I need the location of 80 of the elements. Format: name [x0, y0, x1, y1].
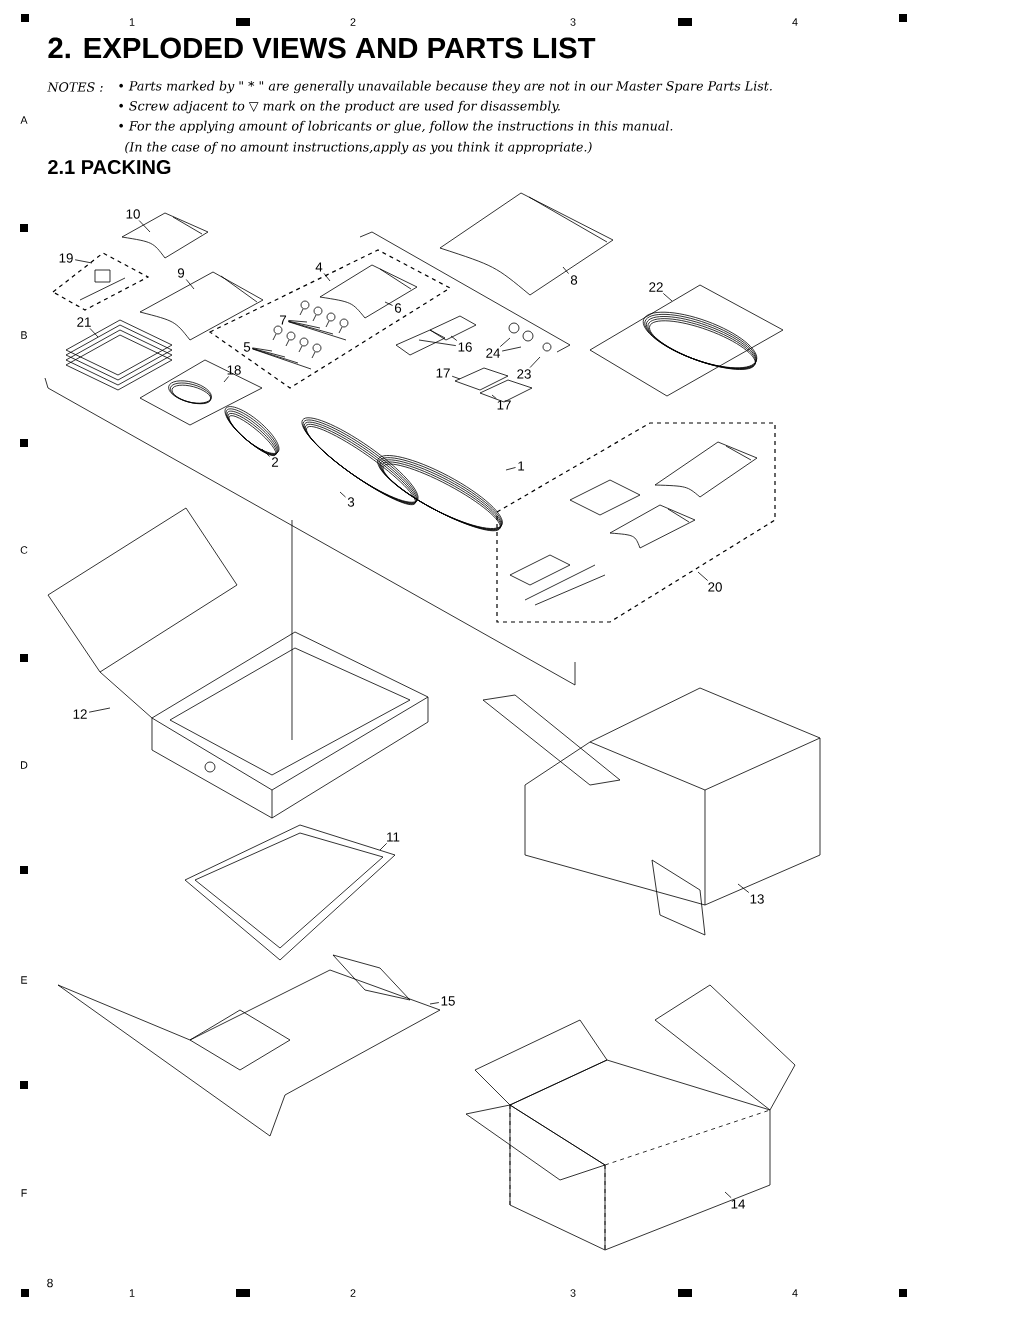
leader-line [450, 335, 458, 341]
callout-number: 12 [73, 709, 87, 719]
leader-line [74, 259, 93, 264]
leader-line [252, 348, 286, 358]
callout-number: 20 [708, 582, 722, 592]
callout-number: 23 [517, 369, 531, 379]
leader-line [724, 1191, 732, 1199]
grid-reference: B [21, 331, 27, 339]
leader-line [288, 320, 308, 323]
leader-line [88, 707, 111, 713]
callout-number: 17 [497, 400, 511, 410]
leader-line [499, 337, 511, 347]
callout-number: 9 [177, 268, 185, 278]
note-text: NOTES : [47, 82, 103, 92]
leader-line [288, 321, 347, 341]
callout-number: 4 [315, 262, 323, 272]
callout-number: 17 [436, 368, 450, 378]
leader-line [223, 376, 229, 383]
callout-number: 3 [347, 497, 355, 507]
leader-line [737, 883, 750, 893]
grid-reference: A [20, 116, 28, 124]
callout-number: 7 [280, 315, 287, 325]
callout-number: 21 [77, 317, 91, 327]
leader-line [491, 394, 497, 400]
section-heading: 2.1 PACKING [48, 159, 171, 175]
page-number: 8 [47, 1278, 53, 1288]
leader-line [379, 842, 388, 851]
leader-line [288, 320, 321, 329]
callout-number: 15 [441, 996, 455, 1006]
grid-reference: 1 [129, 18, 135, 26]
leader-line [339, 491, 346, 498]
callout-number: 10 [126, 209, 140, 219]
grid-reference: E [21, 976, 28, 984]
callout-number: 14 [731, 1199, 745, 1209]
grid-reference: 3 [570, 1289, 576, 1297]
grid-reference: F [21, 1189, 27, 1197]
grid-reference: 2 [350, 18, 356, 26]
grid-reference: 2 [350, 1289, 356, 1297]
callout-number: 5 [243, 342, 251, 352]
callout-number: 22 [649, 282, 663, 292]
callout-number: 24 [486, 348, 500, 358]
callout-number: 13 [750, 894, 764, 904]
callout-number: 19 [59, 253, 73, 263]
grid-reference: C [20, 546, 28, 554]
leader-line [529, 356, 541, 368]
leader-line [501, 346, 522, 352]
note-text: • Parts marked by " * " are generally unavailable because they are not in our Master Spare Parts List. [119, 80, 772, 94]
note-text: • Screw adjacent to ▽ mark on the product are used for disassembly. [119, 100, 560, 114]
grid-reference: 4 [792, 1289, 798, 1297]
callout-number: 1 [518, 461, 525, 471]
callout-number: 2 [271, 457, 279, 467]
leader-line [323, 272, 331, 282]
grid-reference: 1 [129, 1289, 135, 1297]
callout-number: 8 [570, 275, 578, 285]
callout-number: 11 [387, 832, 400, 842]
leader-line [252, 348, 299, 364]
leader-line [384, 301, 393, 306]
leader-line [89, 328, 99, 338]
callout-number: 18 [227, 365, 241, 375]
callout-number: 16 [458, 342, 472, 352]
leader-line [451, 375, 461, 380]
leader-line [185, 279, 195, 290]
leader-line [429, 1002, 440, 1005]
grid-reference: 3 [570, 18, 576, 26]
leader-line [418, 339, 457, 346]
note-text: (In the case of no amount instructions,apply as you think it appropriate.) [125, 141, 592, 155]
leader-line [261, 448, 270, 457]
leader-line [562, 266, 569, 274]
leader-line [505, 467, 516, 471]
leader-line [697, 571, 709, 581]
page-title: 2. EXPLODED VIEWS AND PARTS LIST [48, 37, 596, 59]
leader-line [252, 348, 312, 370]
leader-line [252, 347, 273, 352]
grid-reference: 4 [792, 18, 798, 26]
callout-number: 6 [394, 303, 402, 313]
leader-line [662, 293, 673, 302]
note-text: • For the applying amount of lobricants or glue, follow the instructions in this manual. [119, 120, 673, 134]
leader-line [288, 321, 334, 335]
grid-reference: D [21, 761, 28, 769]
leader-line [138, 220, 151, 233]
